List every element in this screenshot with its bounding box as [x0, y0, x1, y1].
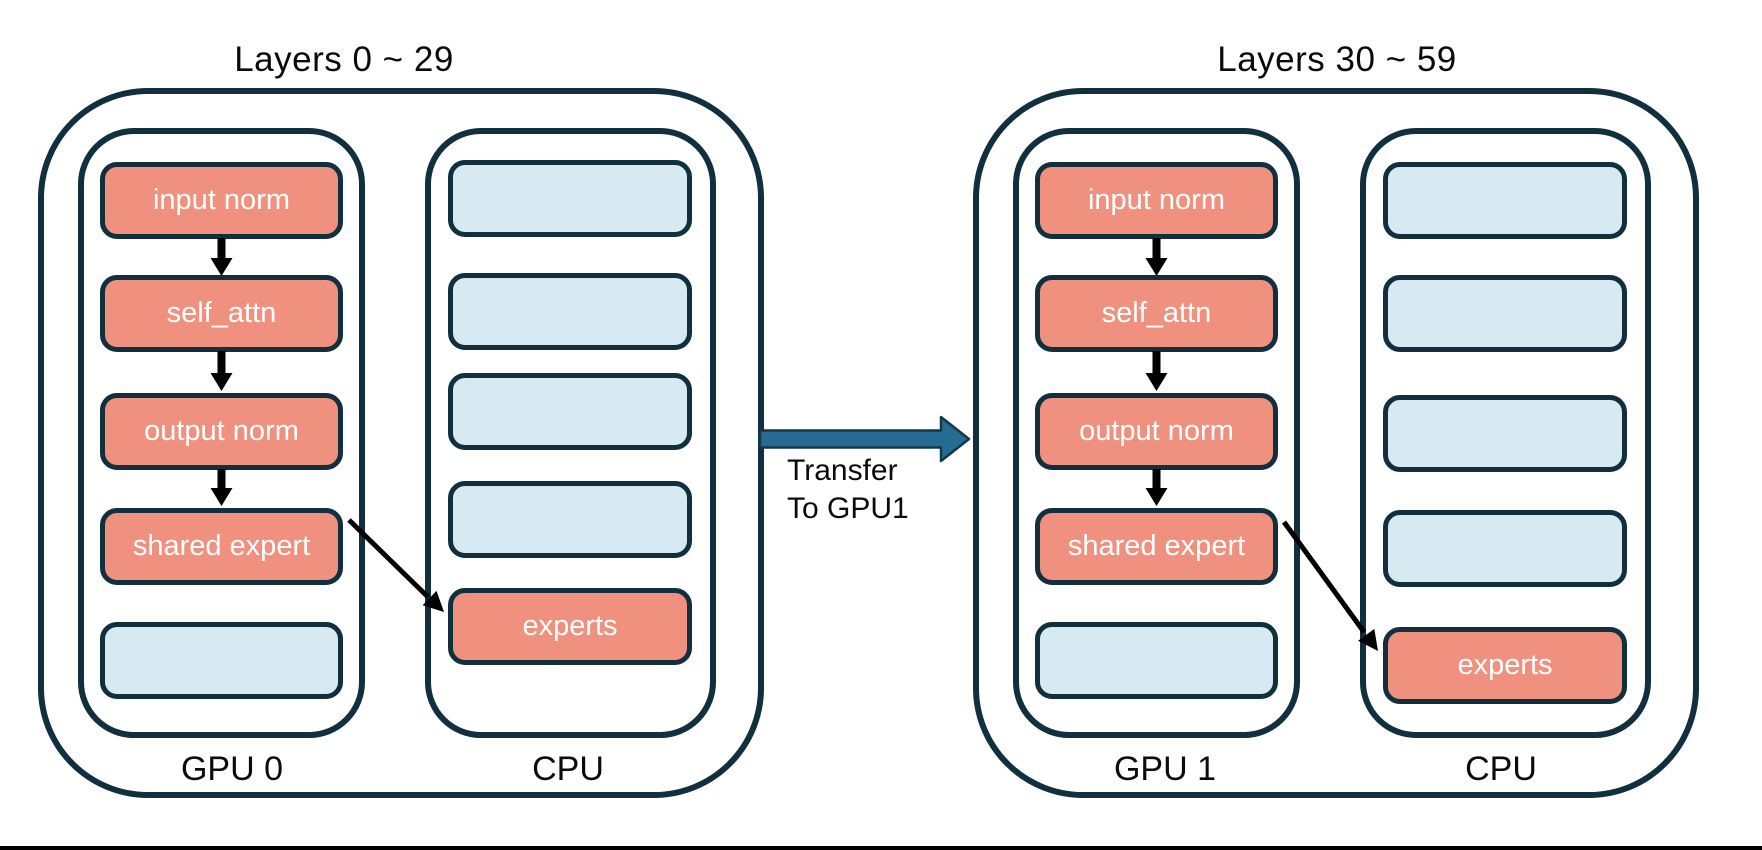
gpu0-empty-slot-box [100, 622, 343, 699]
right-cpu-label: CPU [1465, 750, 1537, 788]
gpu0-self-attn-box: self_attn [100, 275, 343, 352]
gpu0-input-norm-box: input norm [100, 162, 343, 239]
right-cpu-slot-box-4 [1383, 510, 1627, 587]
gpu0-output-norm-box: output norm [100, 393, 343, 470]
left-cpu-slot-box-1 [448, 160, 692, 237]
right-cpu-slot-box-3 [1383, 395, 1627, 472]
right-cpu-experts-box: experts [1383, 627, 1627, 704]
transfer-label-line2: To GPU1 [787, 492, 909, 525]
bottom-border-line [0, 846, 1762, 850]
left-cpu-slot-box-2 [448, 273, 692, 350]
gpu0-shared-expert-box: shared expert [100, 508, 343, 585]
left-group-title: Layers 0 ~ 29 [234, 40, 454, 79]
right-cpu-slot-box-2 [1383, 275, 1627, 352]
gpu0-label: GPU 0 [180, 750, 284, 788]
left-cpu-slot-box-4 [448, 481, 692, 558]
gpu1-self-attn-box: self_attn [1035, 275, 1278, 352]
left-cpu-label: CPU [532, 750, 604, 788]
gpu1-output-norm-box: output norm [1035, 393, 1278, 470]
gpu1-shared-expert-box: shared expert [1035, 508, 1278, 585]
right-cpu-slot-box-1 [1383, 162, 1627, 239]
left-cpu-experts-box: experts [448, 588, 692, 665]
transfer-label-line1: Transfer [787, 454, 898, 487]
gpu1-input-norm-box: input norm [1035, 162, 1278, 239]
left-cpu-slot-box-3 [448, 373, 692, 450]
gpu1-label: GPU 1 [1113, 750, 1217, 788]
gpu1-empty-slot-box [1035, 622, 1278, 699]
right-group-title: Layers 30 ~ 59 [1217, 40, 1457, 79]
transfer-label: Transfer To GPU1 [787, 452, 909, 528]
